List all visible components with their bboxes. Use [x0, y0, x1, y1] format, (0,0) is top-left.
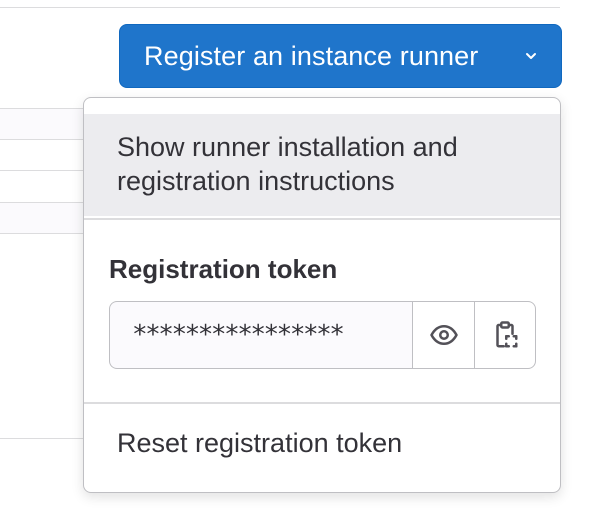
- register-button-label: Register an instance runner: [144, 40, 479, 71]
- table-row-background: [0, 202, 84, 234]
- table-row-background: [0, 108, 84, 140]
- table-row-divider: [0, 170, 84, 171]
- menu-divider: [84, 402, 560, 404]
- table-row-divider: [0, 438, 84, 439]
- reveal-token-button[interactable]: [412, 301, 474, 369]
- page-divider-top: [0, 7, 560, 8]
- register-instance-runner-button[interactable]: Register an instance runner: [119, 24, 562, 88]
- chevron-down-icon: [523, 48, 539, 64]
- registration-token-heading: Registration token: [109, 254, 338, 284]
- register-runner-dropdown-menu: Show runner installation and registratio…: [83, 97, 561, 493]
- show-instructions-line-2: registration instructions: [117, 166, 395, 196]
- registration-token-field-group: ****************: [109, 301, 536, 369]
- reset-registration-token-menu-item[interactable]: Reset registration token: [117, 428, 403, 458]
- show-instructions-menu-item[interactable]: Show runner installation and registratio…: [84, 114, 560, 216]
- copy-token-button[interactable]: [474, 301, 536, 369]
- menu-divider: [84, 218, 560, 220]
- eye-icon: [429, 325, 458, 345]
- registration-token-input[interactable]: ****************: [109, 301, 412, 369]
- show-instructions-line-1: Show runner installation and: [117, 132, 458, 162]
- clipboard-icon: [496, 321, 518, 348]
